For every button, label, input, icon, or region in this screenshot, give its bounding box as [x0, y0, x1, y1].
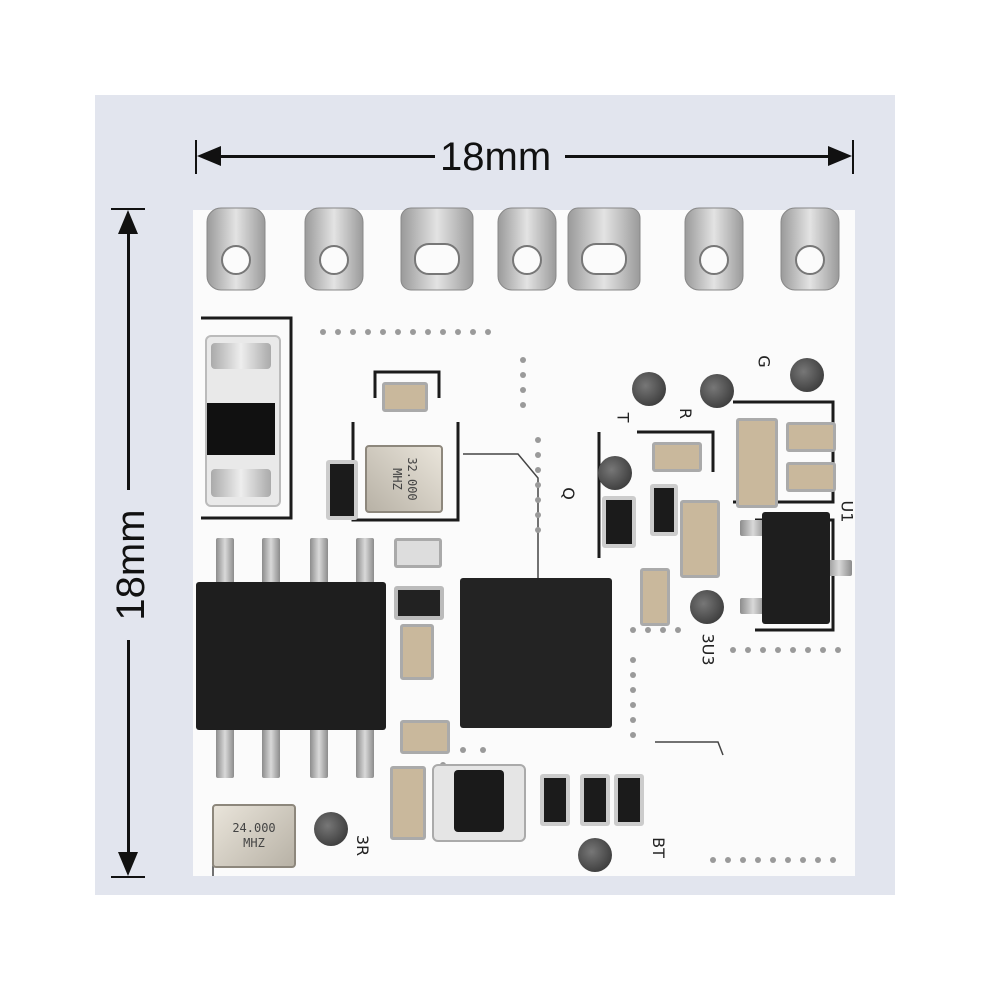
qfn-chip [460, 578, 612, 728]
crystal-24mhz-freq: 24.000 [232, 821, 276, 835]
label-u1: U1 [837, 500, 857, 523]
height-dim-bottom-tick [111, 876, 145, 878]
smd-power-inductor [432, 764, 526, 842]
height-dim-line-top [127, 218, 130, 490]
height-dim-label: 18mm [109, 509, 153, 621]
label-q: Q [558, 487, 578, 500]
label-bt: BT [648, 837, 668, 858]
crystal-24mhz: 24.000 MHZ [212, 804, 296, 868]
label-g: G [754, 355, 774, 368]
height-dim-top-tick [111, 208, 145, 210]
arrow-left-icon [197, 146, 221, 166]
crystal-32mhz: 32.000 MHZ [365, 445, 443, 513]
arrow-down-icon [118, 852, 138, 876]
label-3u3: 3U3 [698, 633, 718, 666]
arrow-right-icon [828, 146, 852, 166]
crystal-24mhz-unit: MHZ [243, 836, 265, 850]
crystal-32mhz-unit: MHZ [390, 468, 404, 490]
smd-inductor [205, 335, 281, 507]
crystal-32mhz-freq: 32.000 [405, 457, 419, 501]
castellated-pins [206, 207, 840, 291]
width-dim-label: 18mm [440, 135, 552, 179]
label-t: T [613, 412, 633, 423]
label-r: R [676, 407, 696, 420]
width-dim-left-tick [195, 140, 197, 174]
width-dim-line-right [565, 155, 843, 158]
height-dim-line-bottom [127, 640, 130, 868]
arrow-up-icon [118, 210, 138, 234]
width-dim-line-left [205, 155, 435, 158]
label-3r: 3R [353, 834, 373, 857]
width-dim-right-tick [852, 140, 854, 174]
